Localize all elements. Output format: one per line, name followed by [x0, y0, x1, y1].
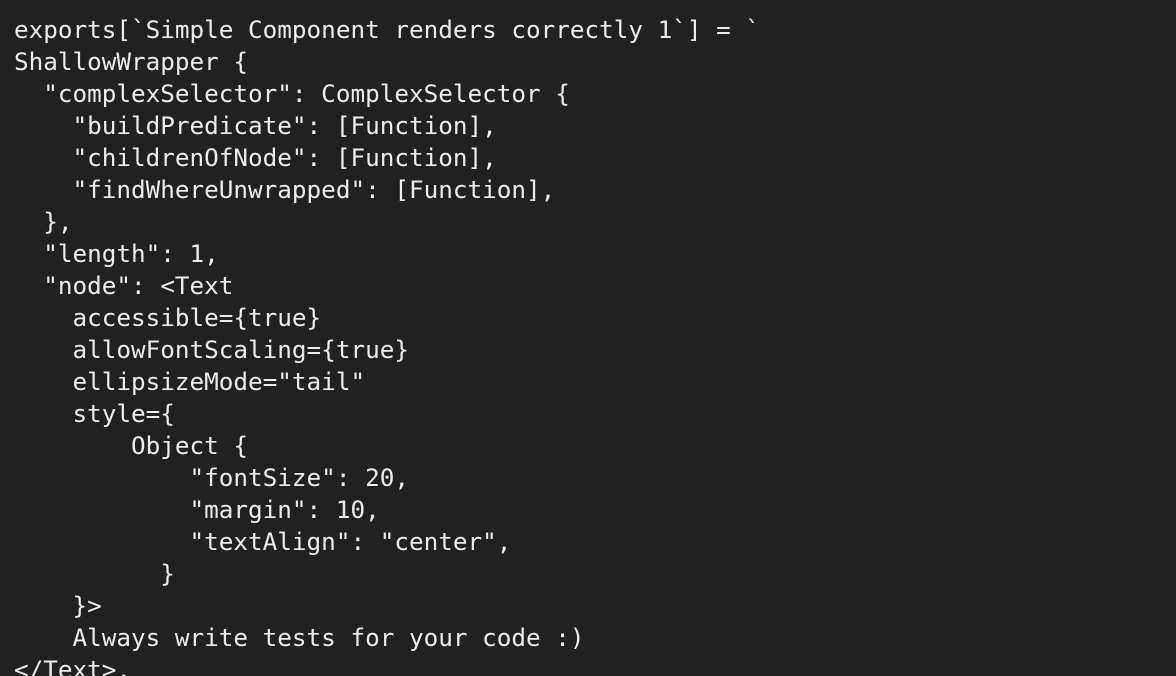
code-line-6: "findWhereUnwrapped": [Function],	[14, 175, 556, 204]
code-line-17: "textAlign": "center",	[14, 527, 512, 556]
code-line-7: },	[14, 207, 73, 236]
code-line-4: "buildPredicate": [Function],	[14, 111, 497, 140]
code-line-13: style={	[14, 399, 175, 428]
code-line-16: "margin": 10,	[14, 495, 380, 524]
code-line-8: "length": 1,	[14, 239, 219, 268]
code-line-1: exports[`Simple Component renders correc…	[14, 15, 761, 44]
code-line-9: "node": <Text	[14, 271, 234, 300]
code-line-10: accessible={true}	[14, 303, 322, 332]
code-line-14: Object {	[14, 431, 249, 460]
code-line-2: ShallowWrapper {	[14, 47, 249, 76]
code-line-21: </Text>,	[14, 655, 132, 676]
code-line-20: Always write tests for your code :)	[14, 623, 585, 652]
code-line-5: "childrenOfNode": [Function],	[14, 143, 497, 172]
code-line-19: }>	[14, 591, 102, 620]
code-line-18: }	[14, 559, 175, 588]
code-line-12: ellipsizeMode="tail"	[14, 367, 366, 396]
code-line-3: "complexSelector": ComplexSelector {	[14, 79, 570, 108]
code-line-15: "fontSize": 20,	[14, 463, 409, 492]
code-line-11: allowFontScaling={true}	[14, 335, 409, 364]
